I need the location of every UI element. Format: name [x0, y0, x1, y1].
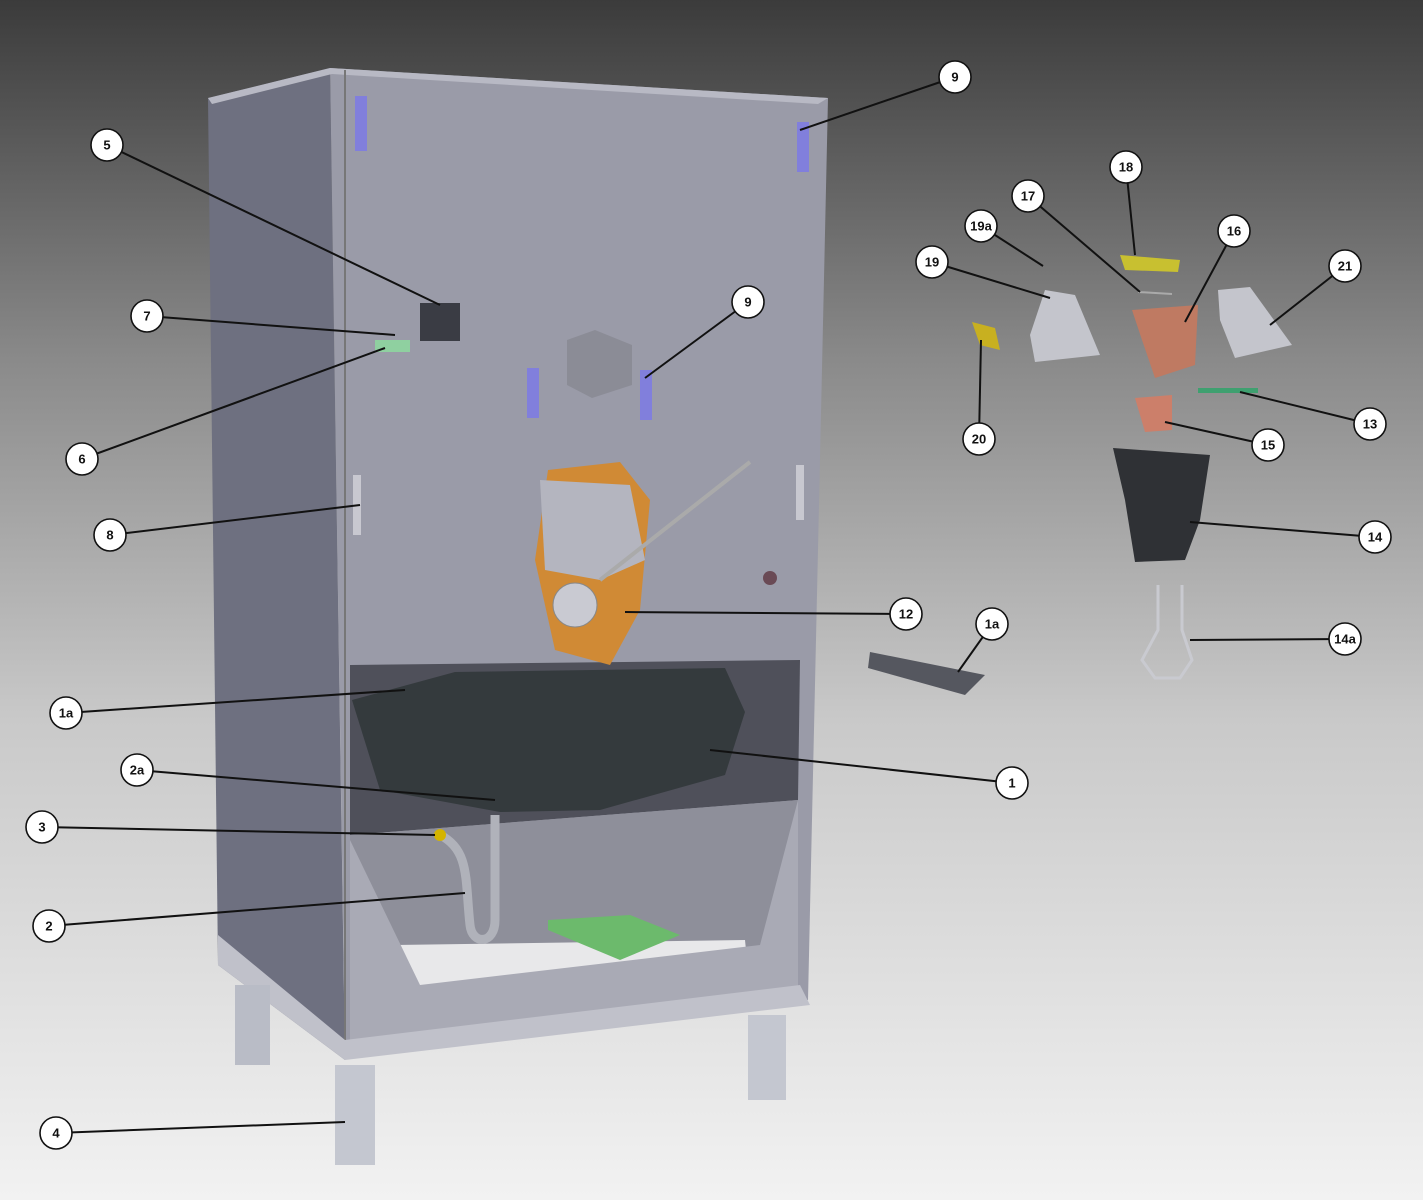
callout-1: 1: [709, 749, 1029, 800]
hose-clamp: [434, 829, 446, 841]
leg: [235, 985, 270, 1065]
callout-3: 3: [25, 810, 436, 844]
svg-text:20: 20: [972, 432, 986, 447]
cabinet: [208, 68, 828, 1165]
svg-text:13: 13: [1363, 417, 1377, 432]
callout-7: 7: [130, 299, 396, 336]
svg-text:6: 6: [78, 452, 85, 467]
svg-text:2a: 2a: [130, 763, 145, 778]
exploded-parts: [868, 255, 1292, 695]
callout-19: 19: [915, 245, 1051, 299]
svg-text:14a: 14a: [1334, 632, 1356, 647]
callout-9-top: 9: [799, 60, 972, 131]
svg-text:2: 2: [45, 919, 52, 934]
svg-text:9: 9: [951, 70, 958, 85]
part-15: [1135, 395, 1172, 432]
drip-tray: [352, 668, 745, 812]
part-13: [1198, 388, 1258, 393]
callout-4: 4: [39, 1116, 346, 1150]
svg-text:19: 19: [925, 255, 939, 270]
part-20: [972, 322, 1000, 350]
callout-20: 20: [962, 339, 996, 456]
svg-text:1a: 1a: [59, 706, 74, 721]
callout-12: 12: [624, 597, 923, 631]
leg: [748, 1015, 786, 1100]
callout-19a: 19a: [964, 209, 1044, 267]
callout-17: 17: [1011, 179, 1141, 293]
control-box: [420, 303, 460, 341]
callout-15: 15: [1164, 421, 1285, 462]
drain-hose: [437, 815, 500, 944]
svg-text:21: 21: [1338, 259, 1352, 274]
part-19: [1030, 290, 1100, 362]
svg-text:5: 5: [103, 138, 110, 153]
chute-block: [567, 330, 632, 398]
svg-text:1: 1: [1008, 776, 1015, 791]
callout-18: 18: [1109, 150, 1143, 256]
callout-1a-right: 1a: [957, 607, 1009, 673]
callout-1a-left: 1a: [49, 689, 406, 730]
callout-6: 6: [65, 347, 386, 476]
callout-21: 21: [1269, 249, 1362, 326]
float-switch: [548, 915, 680, 960]
leg: [335, 1065, 375, 1165]
svg-text:12: 12: [899, 607, 913, 622]
part-14a: [1140, 585, 1194, 680]
callout-2a: 2a: [120, 753, 496, 801]
part-18: [1120, 255, 1180, 272]
svg-text:4: 4: [52, 1126, 60, 1141]
callout-9-mid: 9: [644, 285, 765, 379]
callout-14: 14: [1189, 520, 1392, 554]
svg-text:7: 7: [143, 309, 150, 324]
svg-text:17: 17: [1021, 189, 1035, 204]
part-14: [1113, 448, 1210, 562]
svg-text:16: 16: [1227, 224, 1241, 239]
svg-text:14: 14: [1368, 530, 1383, 545]
callout-13: 13: [1239, 391, 1387, 441]
svg-text:3: 3: [38, 820, 45, 835]
svg-text:1a: 1a: [985, 617, 1000, 632]
svg-text:9: 9: [744, 295, 751, 310]
part-21: [1218, 287, 1292, 358]
part-16: [1132, 305, 1198, 378]
bracket-1a: [868, 652, 985, 695]
svg-text:8: 8: [106, 528, 113, 543]
svg-text:18: 18: [1119, 160, 1133, 175]
callout-5: 5: [90, 128, 441, 306]
callout-8: 8: [93, 504, 361, 552]
svg-text:19a: 19a: [970, 219, 992, 234]
callout-16: 16: [1184, 214, 1251, 323]
callout-14a: 14a: [1189, 622, 1362, 656]
callout-2: 2: [32, 892, 466, 943]
svg-text:15: 15: [1261, 438, 1275, 453]
